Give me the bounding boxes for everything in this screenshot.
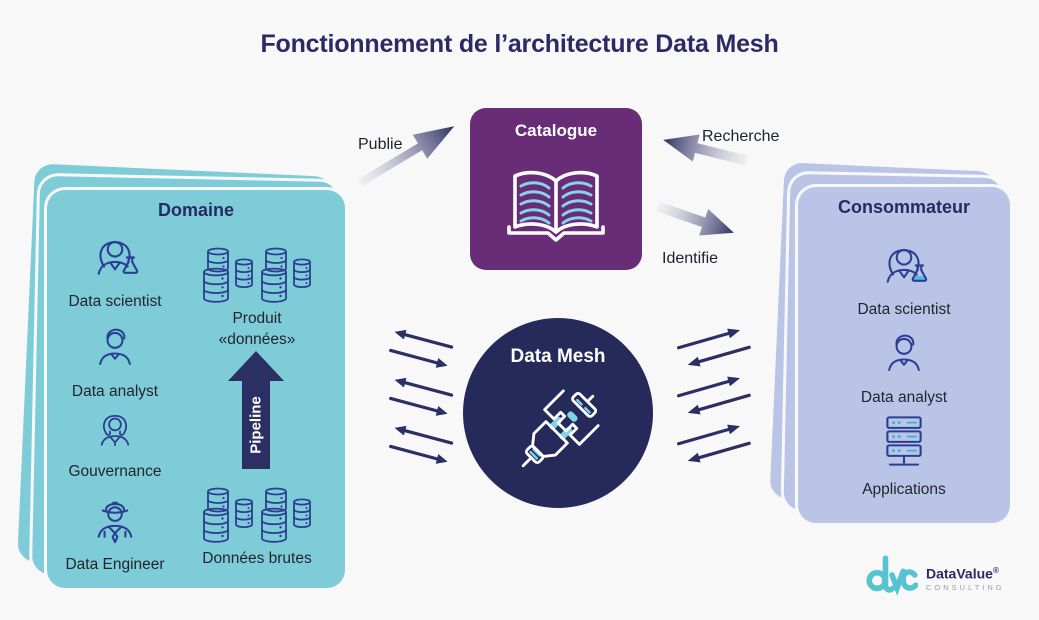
- exchange-arrows-right-1: [676, 328, 751, 367]
- male-analyst-icon: [86, 315, 144, 376]
- data-mesh-title: Data Mesh: [510, 346, 606, 367]
- exchange-arrows-left-3: [389, 425, 454, 464]
- dvc-monogram-icon: [866, 554, 919, 601]
- engineer-hardhat-icon: [85, 486, 145, 549]
- pipeline-arrow: Pipeline: [228, 351, 284, 469]
- search-arrow: [663, 134, 748, 166]
- domain-role-data-scientist: Data scientist: [55, 223, 175, 312]
- role-label: Data Engineer: [65, 556, 165, 573]
- data-product-item: Produit «données»: [187, 245, 327, 350]
- domain-card-title: Domaine: [157, 200, 235, 220]
- registered-mark: ®: [992, 566, 999, 576]
- logo-brand: DataValue®: [926, 563, 1005, 582]
- domain-role-data-analyst: Data analyst: [55, 315, 175, 402]
- data-product-label: Produit «données»: [219, 308, 296, 350]
- exchange-arrows-right-2: [676, 376, 751, 415]
- consumer-card: Consommateur Data scientist Data analyst…: [798, 187, 1010, 523]
- raw-data-item: Données brutes: [187, 485, 327, 569]
- open-book-icon: [504, 164, 608, 253]
- domain-card: Domaine Data scientist Data analyst Gouv…: [47, 190, 345, 588]
- domain-role-data-engineer: Data Engineer: [55, 486, 175, 575]
- female-scientist-icon: [874, 231, 934, 294]
- consumer-label: Applications: [862, 481, 946, 498]
- data-product-line2: «données»: [218, 331, 296, 348]
- data-product-line1: Produit: [232, 310, 282, 327]
- catalogue-box: Catalogue: [470, 108, 642, 270]
- page-title: Fonctionnement de l’architecture Data Me…: [260, 30, 779, 58]
- publish-arrow: [357, 126, 455, 187]
- pipeline-label: Pipeline: [247, 396, 265, 454]
- connector-plug-icon: [505, 378, 611, 489]
- logo-brand-name: DataValue: [926, 565, 993, 582]
- consumer-card-title: Consommateur: [837, 197, 971, 217]
- domain-role-gouvernance: Gouvernance: [55, 401, 175, 482]
- pipeline-arrow-body: Pipeline: [242, 381, 270, 469]
- consumer-data-analyst: Data analyst: [798, 321, 1010, 408]
- databases-icon: [202, 245, 312, 303]
- consumer-data-scientist: Data scientist: [798, 231, 1010, 320]
- publish-label: Publie: [358, 136, 403, 153]
- consumer-applications: Applications: [798, 413, 1010, 500]
- exchange-arrows-left-1: [389, 329, 454, 368]
- male-analyst-icon: [875, 321, 933, 382]
- raw-data-label: Données brutes: [202, 550, 312, 567]
- role-label: Gouvernance: [68, 463, 162, 480]
- catalogue-title: Catalogue: [514, 121, 598, 140]
- databases-icon: [202, 485, 312, 543]
- logo-subtitle: CONSULTING: [926, 582, 1005, 592]
- governance-woman-icon: [87, 401, 143, 456]
- role-label: Data scientist: [68, 293, 162, 310]
- identify-label: Identifie: [662, 250, 719, 267]
- consumer-label: Data analyst: [860, 389, 948, 406]
- server-stack-icon: [876, 413, 932, 474]
- pipeline-arrowhead: [228, 351, 284, 381]
- exchange-arrows-right-3: [676, 424, 751, 463]
- datavalue-logo: DataValue® CONSULTING: [866, 554, 1005, 601]
- consumer-label: Data scientist: [857, 301, 951, 318]
- logo-text: DataValue® CONSULTING: [926, 563, 1005, 592]
- consumer-card-stack: Consommateur Data scientist Data analyst…: [769, 162, 1010, 523]
- data-mesh-circle: Data Mesh: [463, 318, 653, 508]
- identify-arrow: [656, 201, 734, 236]
- domain-card-stack: Domaine Data scientist Data analyst Gouv…: [17, 163, 345, 588]
- role-label: Data analyst: [71, 383, 159, 400]
- female-scientist-icon: [85, 223, 145, 286]
- search-label: Recherche: [702, 128, 780, 145]
- exchange-arrows-left-2: [389, 377, 454, 416]
